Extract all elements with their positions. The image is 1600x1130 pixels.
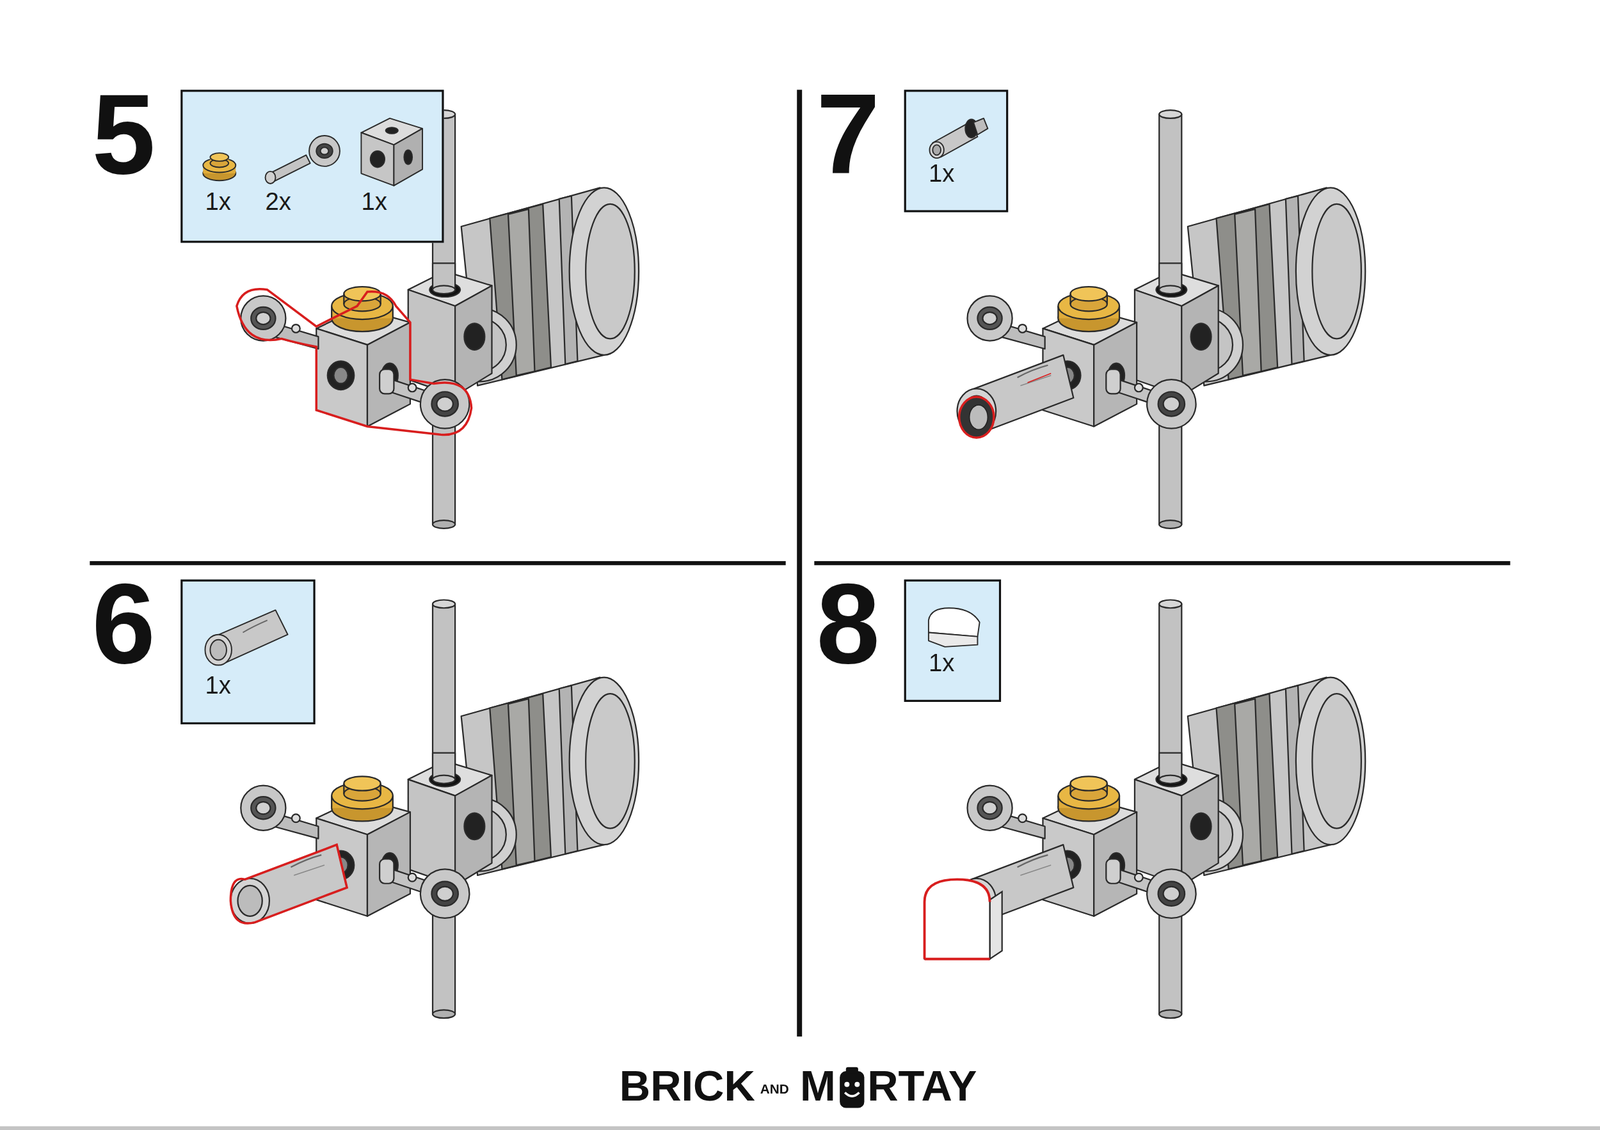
clip-icon	[265, 135, 340, 184]
step-8-model-part	[924, 879, 991, 959]
clip-icon-part	[265, 171, 276, 184]
step-8-model-part	[990, 891, 1003, 959]
brick-icon-part	[370, 151, 385, 168]
divider-line	[814, 561, 1510, 566]
tile-icon-part	[928, 608, 980, 637]
logo-head-part	[854, 1082, 860, 1088]
pin-icon-part	[973, 118, 988, 136]
part-quantity: 1x	[204, 673, 231, 698]
logo-head-part	[844, 1082, 850, 1088]
step-7-model	[957, 110, 1366, 529]
part-quantity: 1x	[928, 650, 955, 676]
clip-icon-part	[309, 135, 340, 167]
part-quantity: 1x	[204, 190, 231, 215]
brick-icon-part	[393, 128, 423, 186]
logo-text: BRICK	[619, 1065, 756, 1109]
gold-plate-icon-part	[209, 159, 229, 168]
brick-icon-part	[360, 132, 394, 186]
gold-plate-icon-part	[202, 158, 236, 173]
pin-icon	[929, 118, 988, 159]
step-7-model-part	[1027, 373, 1052, 383]
gold-plate-icon-part	[202, 166, 236, 181]
step-6-model-part	[230, 844, 347, 924]
brick-icon-part	[403, 149, 413, 164]
step-number: 6	[91, 567, 155, 682]
gold-plate-icon-part	[202, 165, 236, 174]
clip-icon-part	[269, 154, 311, 182]
step-number: 7	[816, 77, 880, 192]
part-quantity: 1x	[360, 190, 387, 215]
logo-text: AND	[760, 1082, 790, 1097]
gold-plate-icon-part	[209, 152, 229, 162]
logo-head-part	[844, 1093, 859, 1097]
step-6-model-part	[230, 844, 347, 924]
clip-icon-part	[316, 144, 333, 159]
parts-list-box: 1x	[180, 579, 315, 725]
pin-icon-part	[929, 142, 944, 159]
step-8-model-part	[924, 879, 991, 959]
brick-icon	[360, 118, 423, 186]
parts-list-box: 1x	[904, 579, 1001, 703]
step-number: 5	[91, 77, 155, 192]
parts-list-box: 1x 2x 1x	[180, 89, 444, 243]
page-edge	[0, 1126, 1600, 1130]
gold-plate-icon	[202, 152, 236, 181]
step-7-model-part	[959, 396, 994, 438]
part-quantity: 2x	[265, 190, 292, 215]
pin-connector-icon-part	[204, 634, 232, 666]
logo-text: RTAY	[867, 1065, 977, 1109]
brick-icon-part	[385, 127, 399, 134]
step-number: 8	[816, 567, 880, 682]
clip-icon-part	[320, 147, 329, 155]
divider-line	[89, 561, 786, 566]
pin-connector-icon-part	[242, 620, 267, 633]
tile-icon-part	[928, 632, 978, 648]
logo-head	[839, 1067, 864, 1109]
step-7-model-part	[957, 355, 1074, 434]
pin-icon-part	[932, 122, 978, 157]
step-8-model-part	[967, 600, 1366, 1019]
divider-line	[796, 89, 802, 1037]
pin-connector-icon-part	[209, 640, 227, 661]
pin-icon-part	[965, 119, 978, 139]
part-quantity: 1x	[928, 161, 955, 186]
pin-connector-icon-part	[214, 609, 288, 664]
tile-icon	[928, 608, 980, 648]
pin-icon-part	[932, 144, 941, 155]
step-7-model-part	[969, 405, 989, 430]
gold-plate-icon-part	[209, 157, 229, 164]
new-part-outline	[236, 289, 472, 436]
step-7-model-part	[967, 110, 1366, 529]
logo-head-part	[846, 1067, 859, 1074]
brick-icon-part	[360, 118, 423, 145]
parts-icons-part	[202, 118, 988, 666]
parts-list-box: 1x	[904, 89, 1009, 212]
logo-head-part	[839, 1071, 864, 1108]
step-8-model-part	[924, 958, 991, 961]
logo-text: M	[800, 1065, 836, 1109]
pin-connector-icon	[204, 609, 288, 665]
